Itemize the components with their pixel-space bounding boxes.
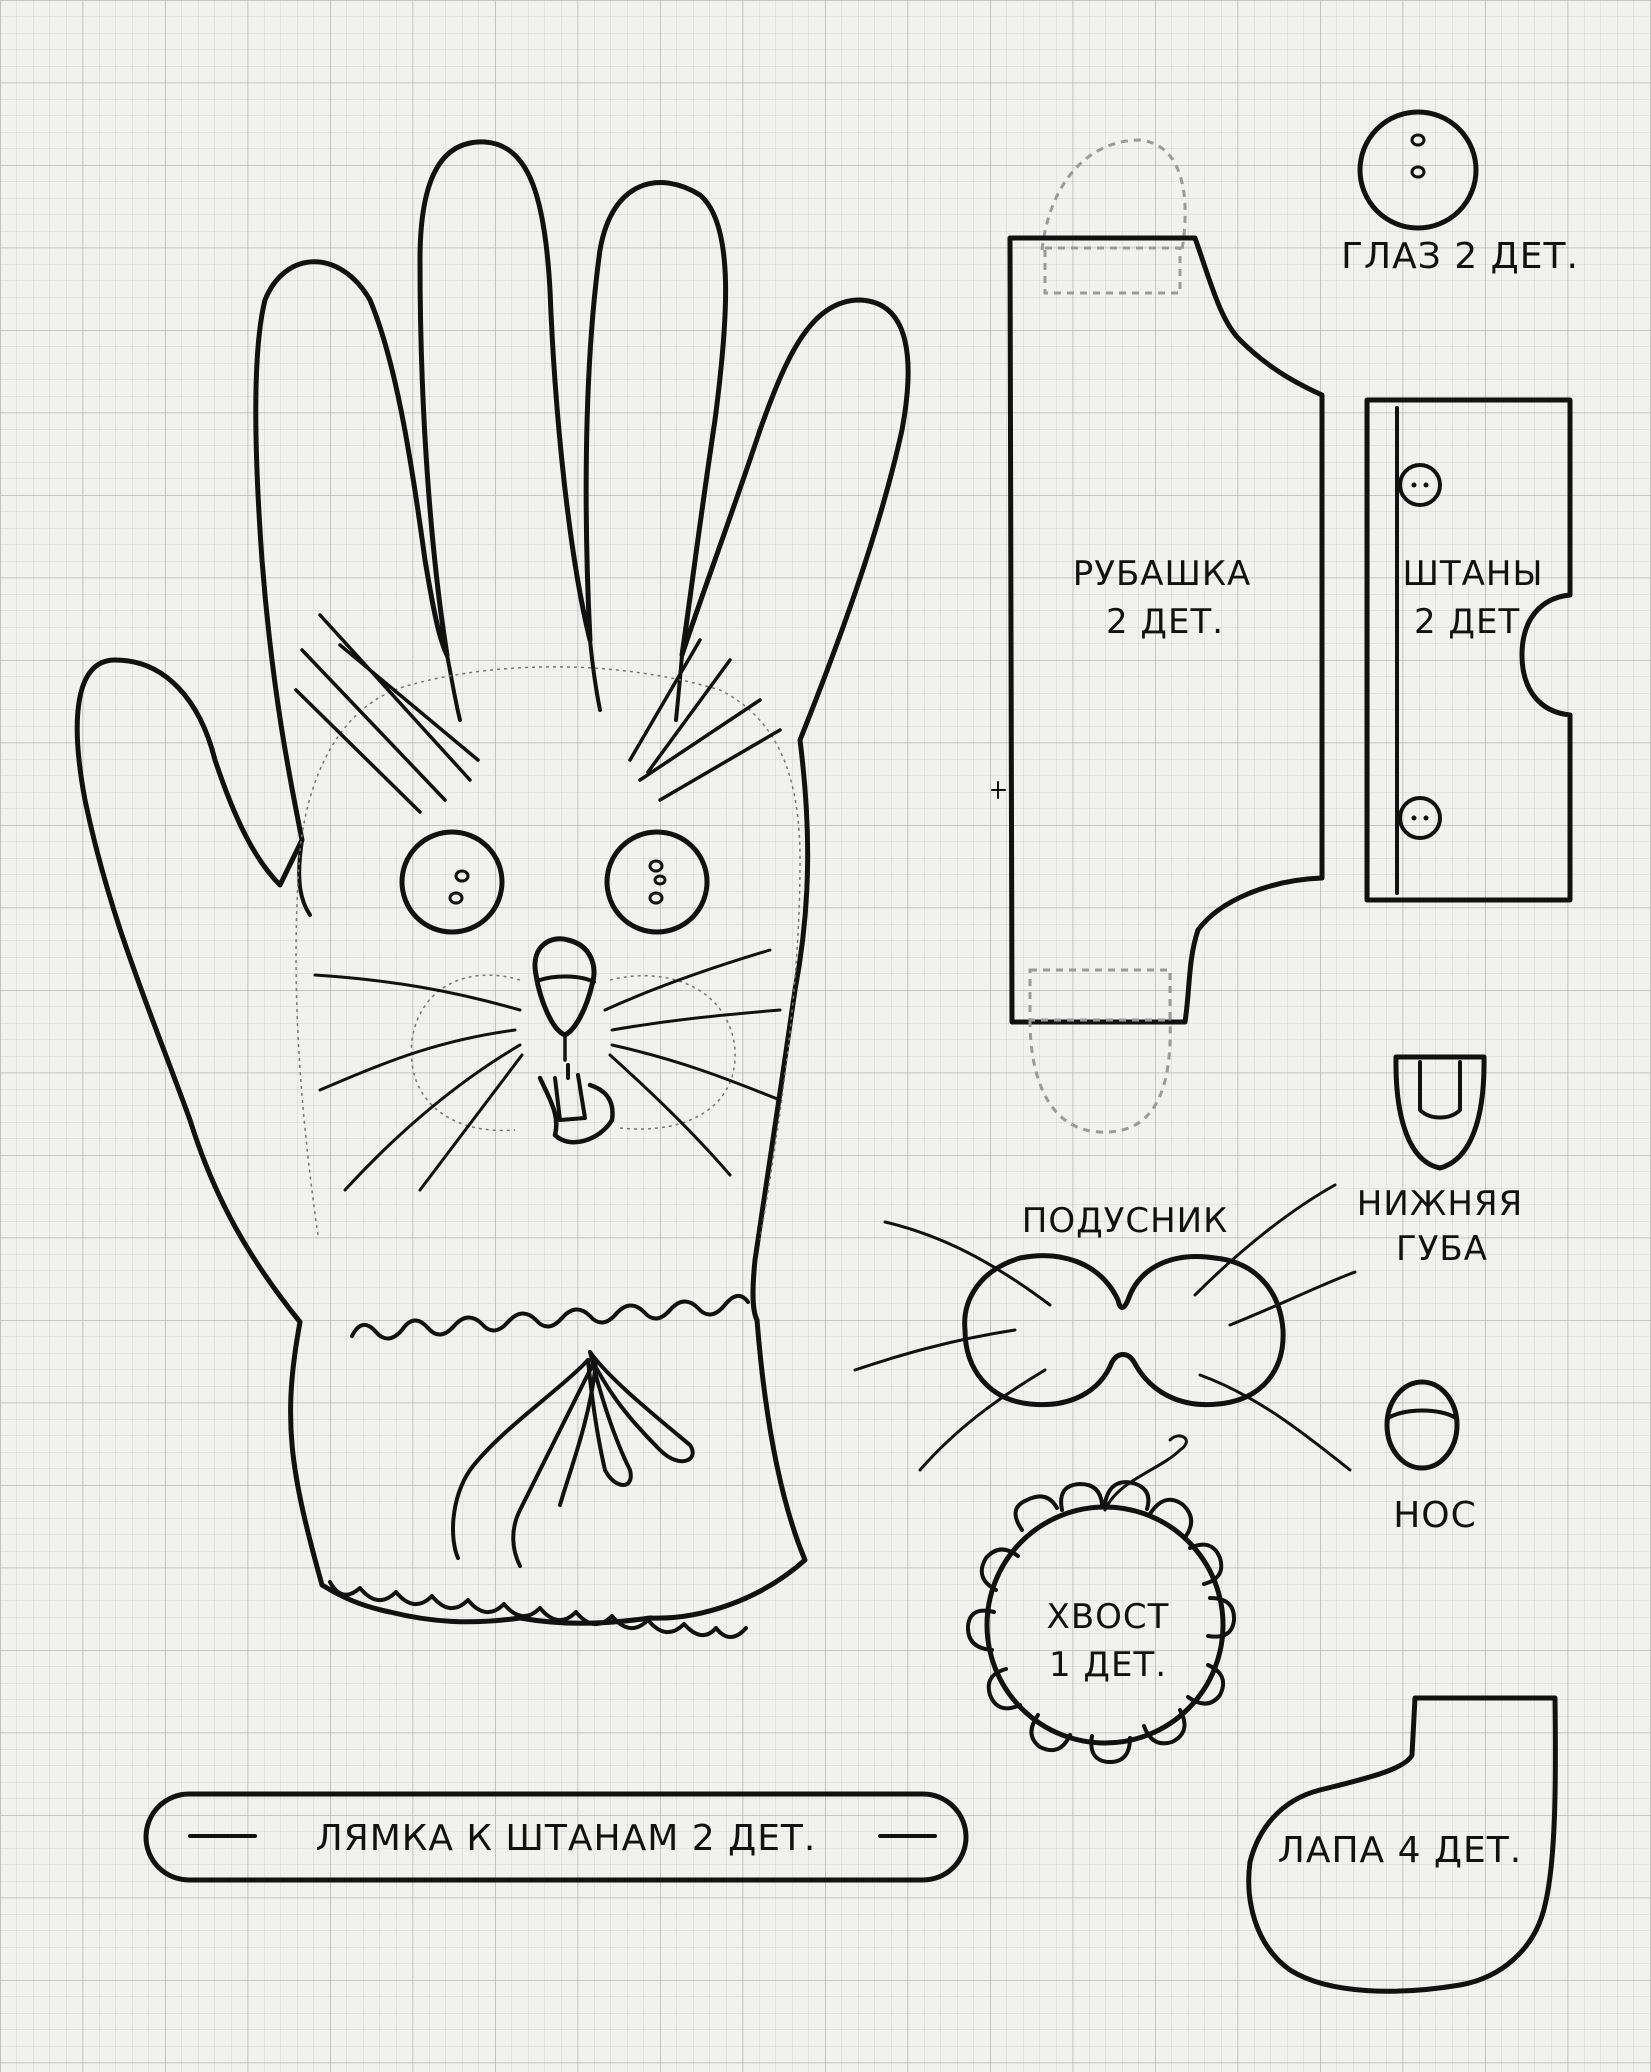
tail-piece: ХВОСТ 1 ДЕТ.	[965, 1434, 1237, 1765]
lower-lip-piece: НИЖНЯЯ ГУБА	[1357, 1054, 1523, 1269]
nose-label: НОС	[1393, 1495, 1477, 1536]
shirt-label-line1: РУБАШКА	[1073, 554, 1252, 594]
strap-label: ЛЯМКА К ШТАНАМ 2 ДЕТ.	[316, 1818, 817, 1859]
pants-label-line2: 2 ДЕТ.	[1414, 602, 1532, 642]
shirt-piece: РУБАШКА 2 ДЕТ.	[991, 138, 1325, 1134]
lower-lip-label-line2: ГУБА	[1396, 1229, 1488, 1269]
bunny-glove-body	[74, 139, 911, 1639]
tail-label-line2: 1 ДЕТ.	[1049, 1645, 1167, 1685]
lower-lip-label-line1: НИЖНЯЯ	[1357, 1184, 1523, 1224]
paw-label: ЛАПА 4 ДЕТ.	[1278, 1830, 1523, 1871]
muzzle-pad-label: ПОДУСНИК	[1022, 1201, 1229, 1241]
pants-piece: ШТАНЫ 2 ДЕТ.	[1364, 397, 1573, 903]
eye-label: ГЛАЗ 2 ДЕТ.	[1341, 236, 1579, 277]
tail-label-line1: ХВОСТ	[1047, 1597, 1170, 1637]
eye-piece: ГЛАЗ 2 ДЕТ.	[1341, 109, 1579, 277]
strap-piece: ЛЯМКА К ШТАНАМ 2 ДЕТ.	[143, 1791, 969, 1883]
pants-label-line1: ШТАНЫ	[1403, 554, 1544, 594]
paw-piece: ЛАПА 4 ДЕТ.	[1246, 1695, 1558, 1994]
shirt-label-line2: 2 ДЕТ.	[1106, 602, 1224, 642]
nose-piece: НОС	[1384, 1379, 1477, 1536]
muzzle-pad-piece: ПОДУСНИК	[853, 1183, 1357, 1472]
